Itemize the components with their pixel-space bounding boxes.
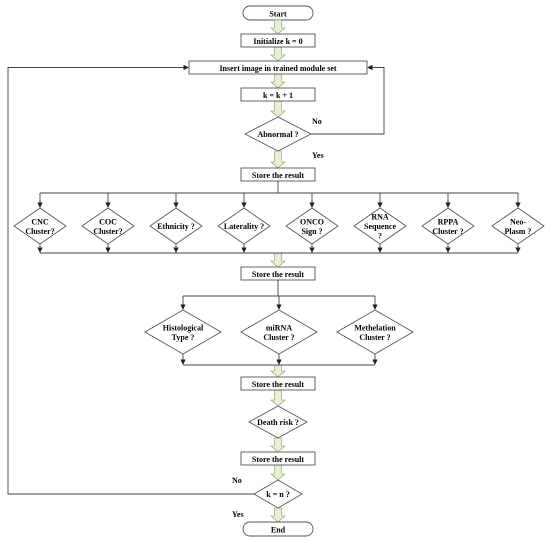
secondary-check-label: Methelation [354, 323, 396, 332]
store-result-box-3 [240, 376, 316, 391]
flow-arrow [270, 19, 286, 35]
attribute-check-label: Ethnicity ? [157, 222, 195, 231]
initialize-box [240, 33, 316, 48]
insert-image-label: Insert image in trained module set [219, 64, 336, 73]
abnormal-label: Abnormal ? [257, 130, 298, 139]
store-result-box-4 [240, 451, 316, 466]
attribute-check-label: RPPA [438, 217, 459, 226]
attribute-check-label: Laterality ? [224, 222, 264, 231]
flow-arrow [270, 46, 286, 62]
attribute-check-label: Cluster? [93, 227, 122, 236]
attribute-check-label: Sequence [364, 222, 396, 231]
store-result-label-1: Store the result [252, 171, 304, 180]
flow-arrow [270, 464, 286, 481]
attribute-check-label: ONCO [300, 217, 324, 226]
flow-arrow [270, 252, 286, 268]
loop-yes-label: Yes [232, 510, 244, 519]
flow-arrow [270, 364, 286, 378]
secondary-check-label: Cluster ? [359, 333, 390, 342]
attribute-check-label: CNC [31, 217, 49, 226]
abnormal-no-label: No [312, 117, 322, 126]
loop-decision-label: k = n ? [266, 490, 289, 499]
death-risk-label: Death risk ? [257, 418, 299, 427]
store-result-label-4: Store the result [252, 455, 304, 464]
increment-box [240, 87, 316, 102]
initialize-label: Initialize k = 0 [253, 37, 302, 46]
flow-arrow [270, 389, 286, 407]
flow-arrow [270, 150, 286, 169]
attribute-check-label: COC [99, 217, 117, 226]
abnormal-no-connector [311, 64, 385, 135]
flow-arrow [270, 100, 286, 118]
loop-decision [253, 479, 303, 509]
secondary-check-label: Cluster ? [263, 333, 294, 342]
increment-label: k = k + 1 [263, 91, 293, 100]
loop-back-connector [7, 64, 254, 495]
end-node [242, 521, 314, 537]
abnormal-decision [244, 116, 312, 152]
flow-arrow [270, 437, 286, 453]
end-label: End [271, 526, 286, 535]
attribute-check-label: Cluster ? [432, 227, 463, 236]
attribute-check-label: Plasm ? [505, 227, 532, 236]
loop-no-label: No [232, 476, 242, 485]
death-risk-decision [248, 405, 308, 439]
flow-arrow [270, 507, 286, 523]
secondary-check-label: Type ? [172, 333, 195, 342]
secondary-check-label: Histological [163, 323, 204, 332]
insert-image-box [188, 60, 368, 75]
store-result-label-2: Store the result [252, 270, 304, 279]
attribute-check-label: Neo- [510, 217, 526, 226]
start-label: Start [269, 10, 287, 19]
store-result-label-3: Store the result [252, 380, 304, 389]
attribute-check-label: RNA [371, 213, 389, 222]
attribute-check-label: Cluster? [25, 227, 54, 236]
secondary-check-label: miRNA [266, 323, 292, 332]
attribute-check-label: Sign ? [301, 227, 322, 236]
flow-arrow [270, 73, 286, 89]
abnormal-yes-label: Yes [312, 151, 324, 160]
attribute-check-label: ? [378, 232, 382, 241]
